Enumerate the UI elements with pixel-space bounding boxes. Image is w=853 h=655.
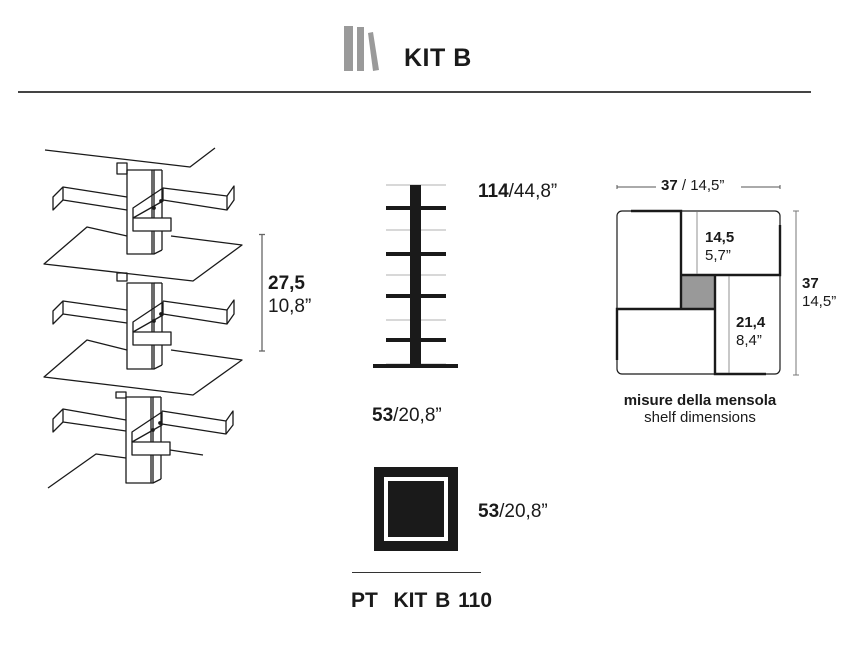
base-plan-square xyxy=(374,467,458,551)
shelf-depth-imperial: 14,5” xyxy=(802,293,837,310)
height-metric: 114 xyxy=(478,181,509,202)
product-code-divider xyxy=(352,572,481,573)
width-imperial: /20,8” xyxy=(393,405,442,426)
bookcase-perspective-drawing xyxy=(43,147,243,489)
base-size-imperial: /20,8” xyxy=(499,501,548,522)
page-title: KIT B xyxy=(404,44,472,72)
shelf-spacing-label: 27,5 10,8” xyxy=(268,272,311,318)
product-code: PT KIT B 110 xyxy=(351,589,493,612)
bookcase-elevation-drawing xyxy=(373,184,458,368)
base-size-metric: 53 xyxy=(478,501,500,522)
books-icon xyxy=(344,26,379,71)
width-dimension-label: 53/20,8” xyxy=(372,404,442,427)
width-metric: 53 xyxy=(372,405,394,426)
shelf-spacing-metric: 27,5 xyxy=(268,273,305,294)
shelf-width-dimension-line xyxy=(616,185,781,189)
shelf-width-metric: 37 xyxy=(661,177,678,194)
upper-gap-metric: 14,5 xyxy=(705,229,735,246)
header-divider xyxy=(18,91,811,93)
lower-gap-metric: 21,4 xyxy=(736,314,766,331)
shelf-width-label: 37 / 14,5” xyxy=(661,177,724,195)
shelf-width-imperial: / 14,5” xyxy=(677,177,725,194)
height-dimension-label: 114/44,8” xyxy=(478,180,557,203)
height-imperial: /44,8” xyxy=(508,181,558,202)
lower-gap-label: 21,4 8,4” xyxy=(736,314,765,350)
shelf-plan-drawing xyxy=(615,209,782,376)
caption-english: shelf dimensions xyxy=(644,409,756,426)
shelf-spacing-dimension-line xyxy=(259,233,265,352)
base-size-label: 53/20,8” xyxy=(478,500,548,523)
shelf-spacing-imperial: 10,8” xyxy=(268,296,312,317)
shelf-dimensions-caption: misure della mensola shelf dimensions xyxy=(600,392,800,426)
shelf-depth-dimension-line xyxy=(793,210,799,376)
lower-gap-imperial: 8,4” xyxy=(736,332,762,349)
upper-gap-label: 14,5 5,7” xyxy=(705,229,734,265)
shelf-depth-label: 37 14,5” xyxy=(802,275,836,311)
upper-gap-imperial: 5,7” xyxy=(705,247,731,264)
caption-italian: misure della mensola xyxy=(623,392,777,409)
shelf-depth-metric: 37 xyxy=(802,275,819,292)
